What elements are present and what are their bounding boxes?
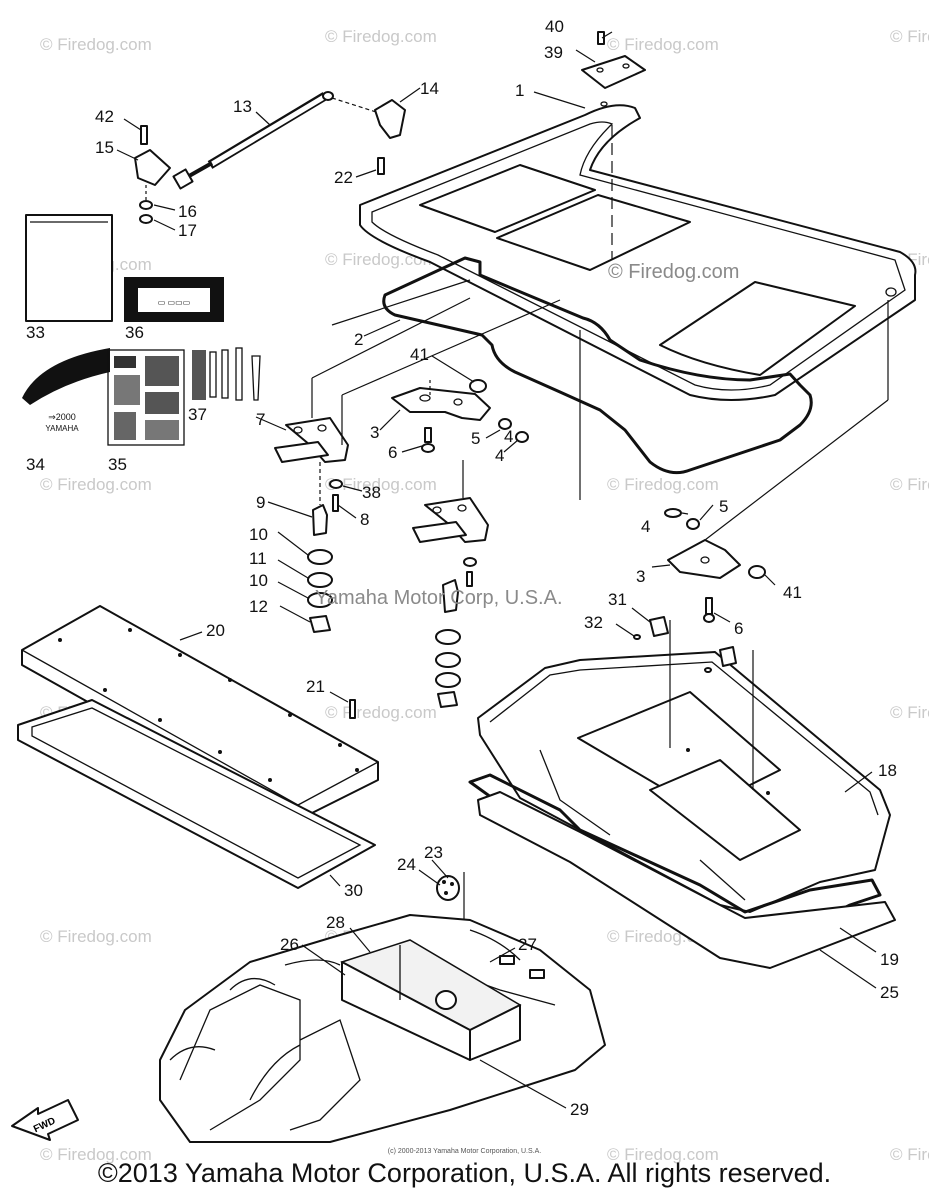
tiny-credit: (c) 2000-2013 Yamaha Motor Corporation, …	[387, 1148, 542, 1155]
callout-number: 20	[206, 621, 225, 640]
callout-number: 41	[410, 345, 429, 364]
part-tub-bottom-gasket	[477, 791, 896, 969]
part-tool-kit	[192, 347, 261, 401]
callout-number: 7	[256, 410, 265, 429]
part-vent-23	[436, 872, 465, 940]
callout-number: 31	[608, 590, 627, 609]
callout-number: 5	[719, 497, 728, 516]
watermark: © Firedog.com	[607, 475, 719, 494]
watermark: © Firedog.com	[890, 475, 929, 494]
callout-number: 5	[471, 429, 480, 448]
watermark-middle: Yamaha Motor Corp, U.S.A.	[315, 587, 563, 609]
callout-number: 8	[360, 510, 369, 529]
part-clip-31-32	[633, 616, 754, 790]
watermark: © Firedog.com	[325, 475, 437, 494]
callout-number: 28	[326, 913, 345, 932]
callout-number: 36	[125, 323, 144, 342]
watermark: © Firedog.com	[40, 475, 152, 494]
watermark: © Firedog.com	[40, 927, 152, 946]
callout-labels: 1 2 3 3 4 4 4 5 5 6 6 7 8 9 10 10 11 12 …	[26, 17, 899, 1119]
callout-number: 4	[641, 517, 650, 536]
callout-number: 24	[397, 855, 416, 874]
watermark: © Firedog.com	[40, 35, 152, 54]
callout-number: 37	[188, 405, 207, 424]
watermark: © Firedog.com	[607, 35, 719, 54]
callout-number: 2	[354, 330, 363, 349]
callout-number: 34	[26, 455, 45, 474]
callout-number: 25	[880, 983, 899, 1002]
callout-number: 10	[249, 571, 268, 590]
callout-number: 1	[515, 81, 524, 100]
svg-text:⇒2000: ⇒2000	[48, 412, 76, 422]
part-lid-gasket	[382, 256, 813, 475]
callout-number: 21	[306, 677, 325, 696]
callout-number: 13	[233, 97, 252, 116]
part-hinge-center	[412, 497, 489, 708]
part-storage-box-28	[340, 939, 522, 1061]
part-caution-labels	[107, 349, 185, 446]
callout-number: 39	[544, 43, 563, 62]
fwd-arrow-icon: FWD	[11, 1099, 79, 1141]
callout-number: 33	[26, 323, 45, 342]
part-hinge-left	[274, 417, 349, 633]
part-plate-lower	[664, 508, 766, 623]
callout-number: 6	[388, 443, 397, 462]
part-gas-strut	[134, 91, 406, 224]
part-video-tape: ▭ ▭▭▭	[124, 277, 224, 322]
callout-number: 6	[734, 619, 743, 638]
part-lid-top: © Firedog.com	[359, 101, 917, 401]
watermark: © Firedog.com	[40, 1145, 152, 1164]
callout-number: 30	[344, 881, 363, 900]
part-top-bracket	[581, 31, 646, 89]
callout-number: 42	[95, 107, 114, 126]
decal-brand: YAMAHA	[45, 424, 79, 433]
callout-number: 40	[545, 17, 564, 36]
watermark: © Firedog.com	[325, 27, 437, 46]
part-plate-upper	[391, 379, 529, 453]
callout-number: 27	[518, 935, 537, 954]
callout-number: 14	[420, 79, 439, 98]
watermark: © Firedog.com	[607, 1145, 719, 1164]
callout-number: 22	[334, 168, 353, 187]
watermark-center: © Firedog.com	[608, 261, 739, 283]
callout-number: 15	[95, 138, 114, 157]
callout-number: 11	[249, 549, 267, 568]
callout-number: 26	[280, 935, 299, 954]
callout-number: 32	[584, 613, 603, 632]
callout-number: 17	[178, 221, 197, 240]
part-lower-gasket	[17, 699, 376, 889]
callout-number: 4	[495, 446, 504, 465]
svg-text:▭ ▭▭▭: ▭ ▭▭▭	[158, 298, 190, 307]
callout-leaders	[116, 31, 877, 1109]
callout-number: 35	[108, 455, 127, 474]
callout-number: 29	[570, 1100, 589, 1119]
lead-lines	[311, 279, 889, 541]
part-screw-21	[349, 699, 356, 719]
callout-number: 3	[636, 567, 645, 586]
callout-number: 3	[370, 423, 379, 442]
callout-number: 12	[249, 597, 268, 616]
part-owners-manual	[25, 214, 113, 322]
copyright-notice: ©2013 Yamaha Motor Corporation, U.S.A. A…	[97, 1158, 832, 1188]
callout-number: 18	[878, 761, 897, 780]
callout-number: 10	[249, 525, 268, 544]
callout-number: 38	[362, 483, 381, 502]
part-decal-graphic: ⇒2000 YAMAHA	[22, 348, 110, 433]
watermark: © Firedog.com	[890, 27, 929, 46]
callout-number: 19	[880, 950, 899, 969]
part-storage-tub	[477, 651, 891, 913]
watermark: © Firedog.com	[325, 703, 437, 722]
callout-number: 23	[424, 843, 443, 862]
callout-number: 41	[783, 583, 802, 602]
callout-number: 9	[256, 493, 265, 512]
callout-number: 16	[178, 202, 197, 221]
watermark: © Firedog.com	[890, 703, 929, 722]
watermark: © Firedog.com	[890, 1145, 929, 1164]
callout-number: 4	[504, 427, 513, 446]
